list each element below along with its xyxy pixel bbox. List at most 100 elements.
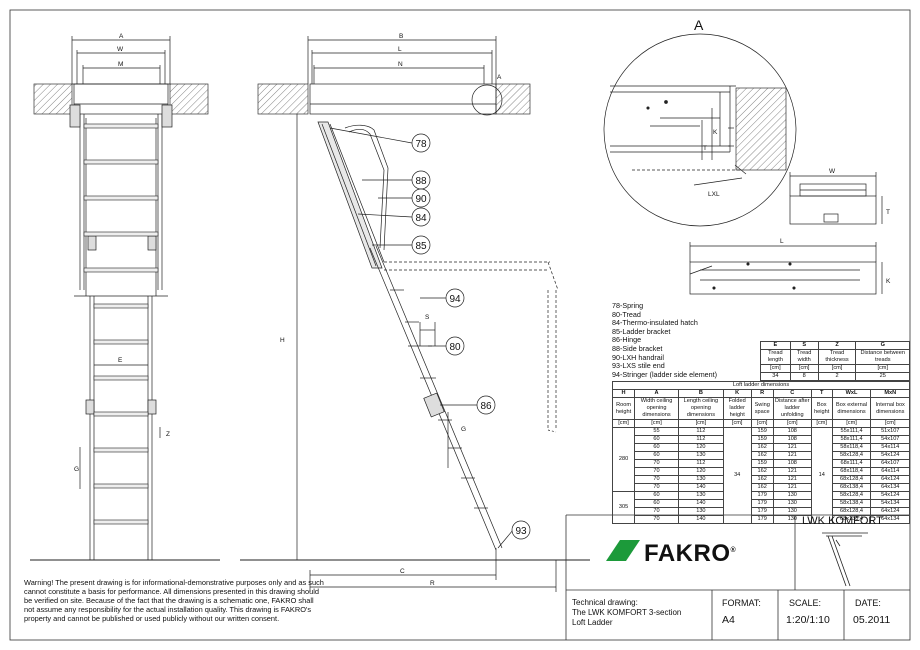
cell-c: 108: [772, 427, 812, 436]
detail-labels: A T K LXL: [694, 17, 720, 198]
cell-wl: 58x128,4: [831, 451, 872, 460]
dim-subheader: Distance after ladder unfolding: [772, 397, 812, 420]
date-label: DATE:: [855, 598, 881, 608]
cell-mn: 54x124: [870, 451, 910, 460]
cell-r: 162: [750, 467, 774, 476]
format-value: A4: [722, 614, 735, 626]
callout-78: 78: [415, 139, 427, 150]
dim-label-lxl: LXL: [708, 191, 720, 198]
callout-88: 88: [415, 176, 427, 187]
box-side-view: [689, 242, 883, 295]
front-dim-labels: A W M E Z G: [74, 33, 170, 473]
callout-90: 90: [415, 194, 427, 205]
detail-a-title: A: [694, 17, 704, 33]
cell-r: 162: [750, 475, 774, 484]
drawing-frame: [9, 9, 911, 641]
dim-unit: [cm]: [611, 419, 636, 428]
parts-legend: 78-Spring 80-Tread 84-Thermo-insulated h…: [612, 301, 717, 379]
cell-a: 70: [634, 475, 680, 484]
dim-subheader: Box height: [810, 397, 833, 420]
callout-84: 84: [415, 213, 427, 224]
product-thumbnail: [822, 532, 868, 587]
cell-b: 140: [678, 515, 724, 524]
dim-header: WxL: [831, 389, 872, 398]
cell-wl: 68x138,4: [831, 515, 872, 524]
side-view: [240, 36, 590, 592]
cell-wl: 68x118,4: [831, 467, 872, 476]
dim-label-g: G: [74, 466, 79, 473]
dim-label-k-detail: K: [713, 129, 718, 136]
dim-header: A: [634, 389, 680, 398]
scale-label: SCALE:: [789, 598, 822, 608]
cell-a: 60: [634, 451, 680, 460]
cell-wl: 58x111,4: [831, 435, 872, 444]
cell-h: 280: [611, 427, 636, 492]
cell-a: 70: [634, 515, 680, 524]
dim-unit: [cm]: [750, 419, 774, 428]
legend-item: 78-Spring: [612, 301, 644, 310]
technical-drawing-label: Technical drawing:: [572, 598, 638, 607]
legend-item: 93-LXS stile end: [612, 361, 665, 371]
tread-value: 8: [789, 372, 819, 381]
dim-header: B: [678, 389, 724, 398]
cell-mn: 64x124: [870, 475, 910, 484]
cell-r: 159: [750, 459, 774, 468]
dim-unit: [cm]: [678, 419, 724, 428]
cell-r: 162: [750, 451, 774, 460]
fakro-logo-mark: [606, 540, 640, 561]
cell-b: 140: [678, 499, 724, 508]
front-treads: [83, 123, 159, 525]
dim-label-n: N: [398, 61, 403, 68]
product-name: LWK KOMFORT: [802, 515, 883, 527]
dim-label-h: H: [280, 337, 285, 344]
dim-table-caption: Loft ladder dimensions: [612, 381, 910, 390]
cell-h: 305: [611, 491, 636, 524]
cell-c: 108: [772, 459, 812, 468]
dim-label-t-box: T: [886, 209, 890, 216]
front-view: [30, 36, 220, 561]
cell-r: 179: [750, 491, 774, 500]
cell-c: 121: [772, 467, 812, 476]
dim-label-e: E: [118, 357, 123, 364]
cell-r: 179: [750, 507, 774, 516]
cell-wl: 55x111,4: [831, 427, 872, 436]
dim-unit: [cm]: [870, 419, 910, 428]
legend-item: 90-LXH handrail: [612, 352, 664, 362]
dim-label-l: L: [398, 46, 402, 53]
cell-b: 130: [678, 475, 724, 484]
cell-b: 112: [678, 427, 724, 436]
cell-a: 70: [634, 483, 680, 492]
legend-item: 84-Thermo-insulated hatch: [612, 318, 698, 328]
fakro-logo-text: FAKRO: [644, 540, 731, 567]
dim-unit: [cm]: [831, 419, 872, 428]
cell-mn: 54x124: [870, 491, 910, 500]
cell-r: 179: [750, 499, 774, 508]
ceiling-left-side: [257, 83, 309, 115]
box-side-labels: L K: [780, 238, 891, 285]
tread-subheader: Tread width: [789, 349, 819, 365]
tread-subheader: Distance between treads: [855, 349, 910, 365]
tread-table: E S Z G Tread length Tread width Tread t…: [760, 341, 910, 381]
cell-r: 159: [750, 435, 774, 444]
ceiling-right-front: [169, 83, 209, 115]
cell-mn: 64x114: [870, 467, 910, 476]
dim-header: MxN: [870, 389, 910, 398]
tread-header-s: S: [789, 341, 819, 350]
cell-a: 70: [634, 467, 680, 476]
side-treads: [390, 289, 488, 509]
dim-label-m: M: [118, 61, 123, 68]
cell-k: 34: [722, 427, 752, 524]
cell-a: 60: [634, 435, 680, 444]
cell-a: 55: [634, 427, 680, 436]
legend-item: 88-Side bracket: [612, 343, 663, 353]
drawing-title-line-2: Loft Ladder: [572, 618, 613, 627]
tread-subheader: Tread thickness: [817, 349, 857, 365]
cell-mn: 64x134: [870, 515, 910, 524]
dim-label-s: S: [425, 314, 430, 321]
